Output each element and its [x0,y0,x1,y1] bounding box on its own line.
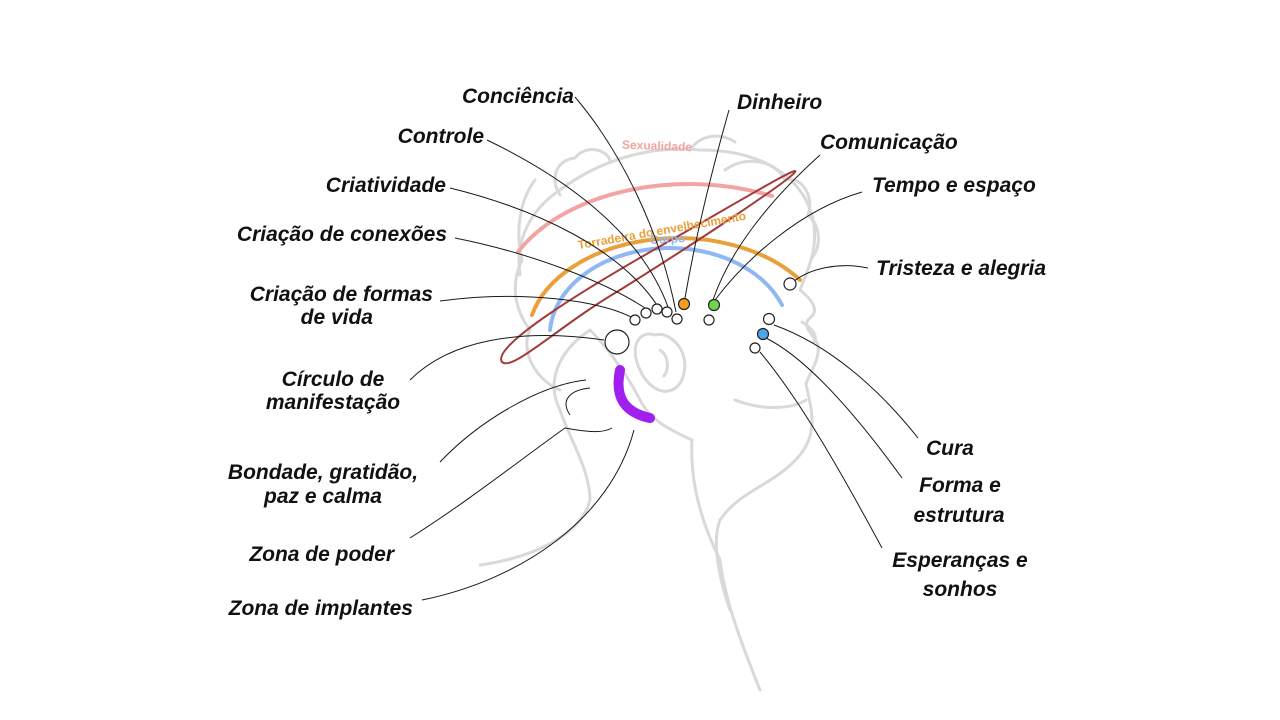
sexualidade-arc [516,182,774,254]
label-tempo-espaco: Tempo e espaço [872,174,1036,197]
dinheiro-point [677,297,691,311]
label-esperancas-2: sonhos [923,578,998,601]
torradeira-arc [530,236,802,317]
corpo-arc [548,246,784,332]
criatividade-point [651,303,663,315]
label-dinheiro: Dinheiro [737,91,822,114]
implant-zone-mark [613,365,655,423]
label-criacao-formas-1: Criação de formas [250,283,433,306]
label-bondade-2: paz e calma [263,485,382,508]
label-circulo-1: Círculo de [282,368,385,391]
tempo-espaco-point [703,314,715,326]
label-esperancas-1: Esperanças e [892,549,1028,572]
diagonal-ring [500,170,797,365]
label-forma-2: estrutura [913,504,1004,527]
esperancas-point [749,342,761,354]
criacao-conexoes-point [640,307,652,319]
cura-point [762,312,776,326]
forma-estrutura-point [756,327,770,341]
label-consciencia: Conciência [462,85,574,108]
corpo-arc-label: Corpo [650,231,686,247]
label-forma-1: Forma e [919,474,1001,497]
label-bondade-1: Bondade, gratidão, [228,461,418,484]
label-circulo-2: manifestação [266,391,400,414]
criacao-formas-point [629,314,641,326]
tristeza-alegria-point [783,277,797,291]
label-criacao-formas-2: de vida [301,306,374,329]
consciencia-point [671,313,683,325]
label-zona-implantes: Zona de implantes [228,597,413,620]
label-comunicacao: Comunicação [820,131,958,154]
label-controle: Controle [398,125,485,148]
controle-point [661,306,673,318]
label-criacao-conexoes: Criação de conexões [237,223,447,246]
comunicacao-point [707,298,721,312]
leader-lines [409,96,919,601]
label-criatividade: Criatividade [326,174,447,197]
sexualidade-arc-label: Sexualidade [622,138,693,154]
label-tristeza-alegria: Tristeza e alegria [876,257,1046,280]
label-zona-poder: Zona de poder [248,543,396,566]
label-cura: Cura [926,437,974,460]
circulo-manifestacao-point [604,329,630,355]
